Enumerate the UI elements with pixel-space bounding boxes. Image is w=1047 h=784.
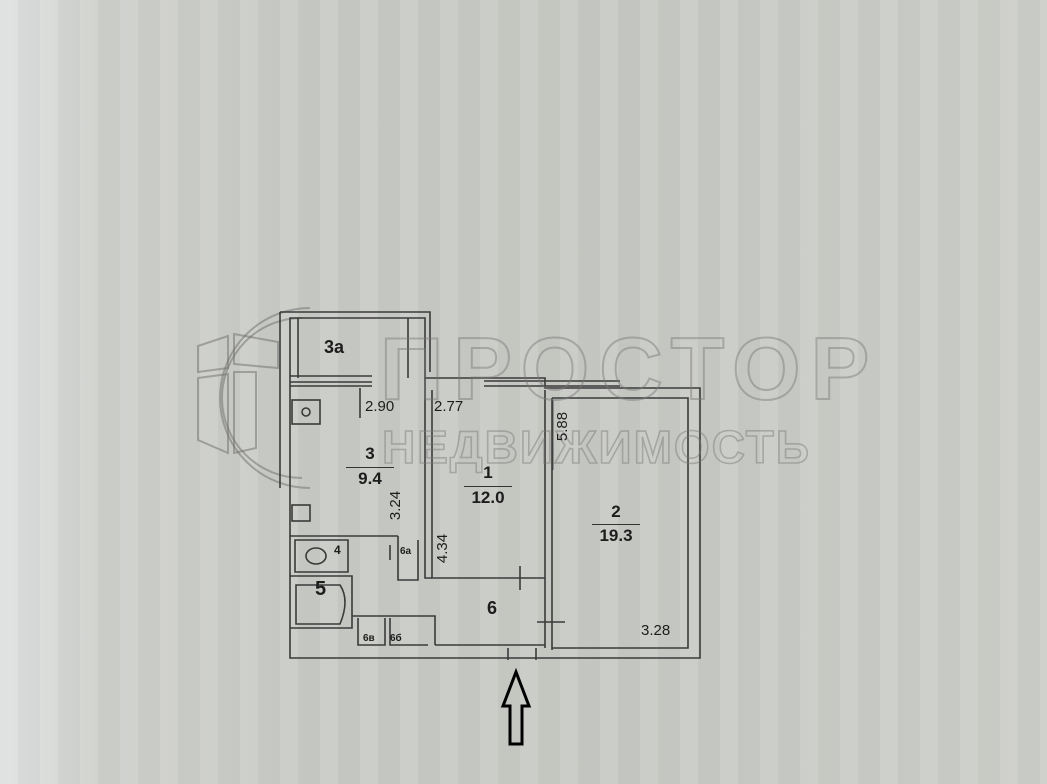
logo-watermark-icon [197,307,311,489]
dimension-kitchen-length: 3.24 [387,490,405,521]
dimension-kitchen-width: 2.90 [365,398,395,415]
arrow-up-icon [500,667,532,746]
room-5-label: 5 [315,578,327,600]
watermark-brand: ПРОСТОР [379,318,880,419]
room-2-area: 19.3 [592,524,640,546]
room-3-area: 9.4 [346,467,394,489]
dimension-room1-width: 2.77 [434,398,464,415]
room-1-area: 12.0 [464,486,512,508]
room-3a-label: 3а [324,337,345,357]
watermark-subtitle: НЕДВИЖИМОСТЬ [381,420,811,474]
room-2-number: 2 [611,502,621,521]
room-6-label: 6 [487,598,498,618]
room-6v-label: 6в [363,633,375,644]
dimension-room2-length: 5.88 [554,411,572,442]
dimension-room2-width: 3.28 [641,622,671,639]
room-1-number: 1 [483,463,493,482]
room-4-label: 4 [334,543,341,557]
room-3-number: 3 [365,444,375,463]
dimension-room1-length: 4.34 [434,533,452,564]
room-6b-label: 6б [390,633,402,644]
room-6a-label: 6а [400,546,412,557]
